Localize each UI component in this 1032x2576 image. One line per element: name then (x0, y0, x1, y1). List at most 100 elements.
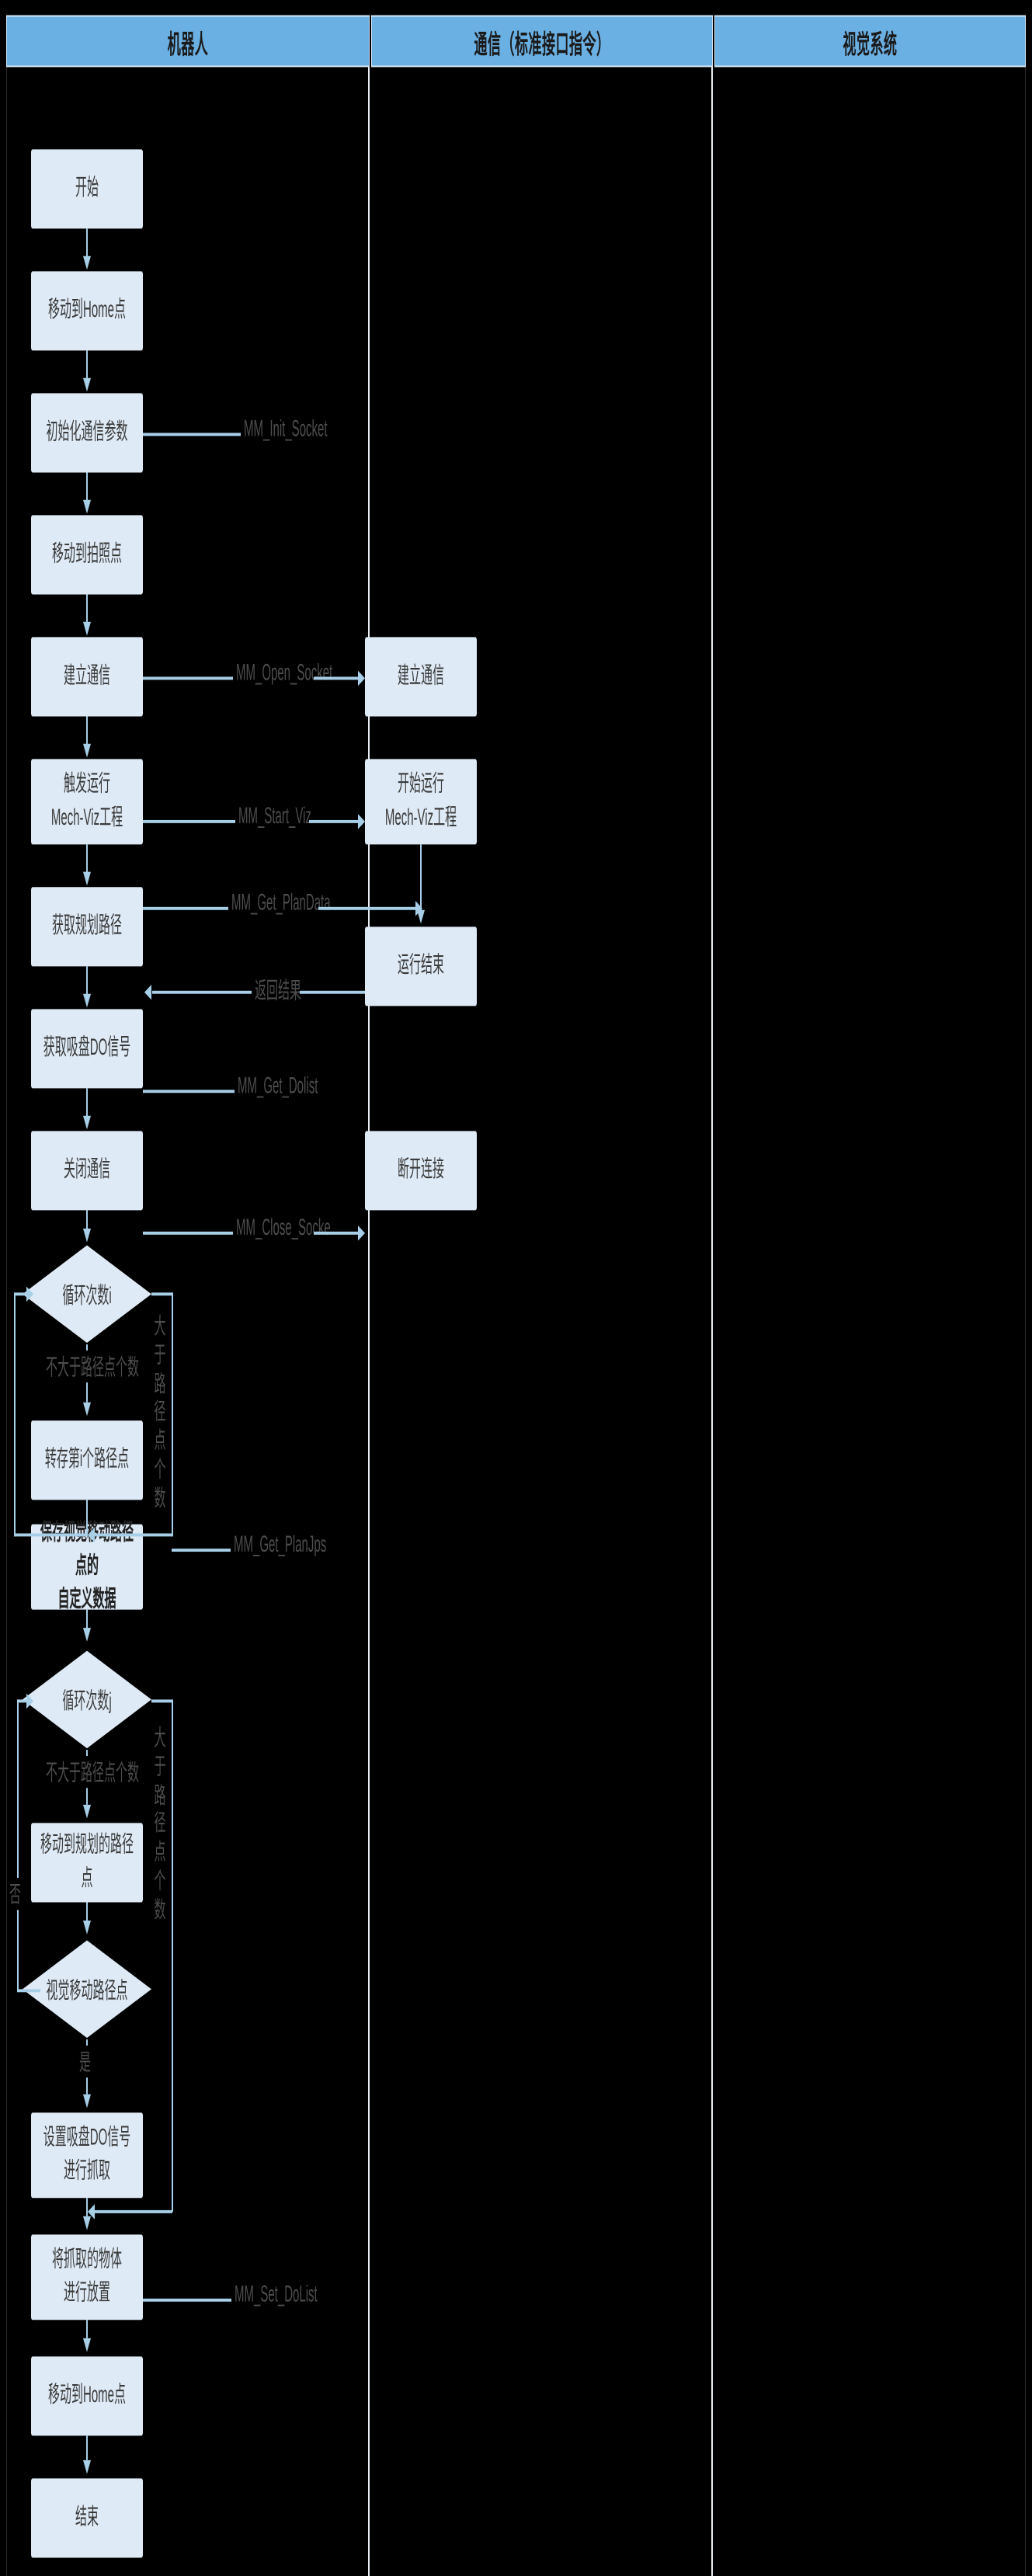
arrow-open-socket (358, 670, 365, 687)
node-save-custom-line2: 自定义数据 (57, 1586, 116, 1613)
arrow-trigger-to-getplan (83, 871, 91, 886)
arrow-close-socket (358, 1225, 365, 1241)
node-place-line1: 将抓取的物体 (51, 2247, 122, 2273)
node-set-do-line1: 设置吸盘DO信号 (43, 2125, 131, 2151)
arrow-open-to-trigger (83, 743, 91, 758)
node-get-plan[interactable]: 获取规划路径 (31, 887, 143, 967)
lane-separator-1 (368, 67, 370, 2576)
message-label-set-dolist: MM_Set_DoList (231, 2282, 321, 2308)
message-label-close-socket: MM_Close_Socke (233, 1215, 334, 1241)
arrow-close-to-loopi (83, 1228, 91, 1243)
arrow-get-plandata (415, 900, 422, 916)
node-trigger-viz[interactable]: 触发运行 Mech-Viz工程 (31, 759, 143, 845)
node-move-photo[interactable]: 移动到拍照点 (31, 515, 143, 595)
lane-header-communication: 通信（标准接口指令） (371, 15, 713, 68)
node-get-do[interactable]: 获取吸盘DO信号 (31, 1009, 143, 1089)
label-loopj-true: 大于路径点个数 (152, 1725, 168, 1926)
node-place[interactable]: 将抓取的物体 进行放置 (31, 2234, 143, 2320)
loopj-true-bottom (91, 2209, 172, 2213)
msg-line-close-socket-a (143, 1231, 236, 1235)
edge-setdo-to-place (86, 2198, 88, 2216)
node-store-point[interactable]: 转存第i个路径点 (31, 1420, 143, 1500)
arrow-setdo-to-place (83, 2216, 91, 2230)
label-vision-yes: 是 (79, 2045, 92, 2078)
msg-line-get-planjps (172, 1549, 234, 1552)
edge-home-to-init (86, 350, 88, 381)
arrow-home-to-init (83, 377, 91, 392)
node-trigger-viz-line2: Mech-Viz工程 (50, 805, 123, 831)
node-loop-j[interactable]: 循环次数j (22, 1650, 152, 1750)
node-is-vision-point[interactable]: 视觉移动路径点 (22, 1939, 152, 2040)
lane-header-vision: 视觉系统 (714, 15, 1026, 68)
vision-node-disconnect[interactable]: 断开连接 (365, 1131, 477, 1211)
edge-savecustom-to-loopj (86, 1609, 88, 1632)
message-label-start-viz: MM_Start_Viz (235, 803, 314, 829)
arrow-place-to-home2 (83, 2338, 91, 2352)
arrow-photo-to-open (83, 621, 91, 636)
node-loop-i[interactable]: 循环次数i (22, 1244, 152, 1345)
node-save-custom[interactable]: 保存视觉移动路径点的 自定义数据 (31, 1521, 143, 1612)
message-label-get-dolist: MM_Get_Dolist (235, 1072, 321, 1100)
node-start[interactable]: 开始 (31, 149, 143, 229)
arrow-loopj-false (83, 1804, 91, 1819)
message-label-get-planjps: MM_Get_PlanJps (231, 1531, 330, 1558)
node-init-comm[interactable]: 初始化通信参数 (31, 393, 143, 473)
vision-node-run-done[interactable]: 运行结束 (365, 926, 477, 1006)
arrow-return-result (144, 984, 151, 1000)
arrow-loopj-back (26, 1693, 33, 1709)
edge-start-to-home (86, 228, 88, 259)
vision-node-start-viz-line1: 开始运行 (397, 771, 444, 798)
node-move-home-1[interactable]: 移动到Home点 (31, 271, 143, 351)
node-move-planned[interactable]: 移动到规划的路径点 (31, 1823, 143, 1903)
loopi-back-left (14, 1292, 16, 1537)
diamond-shape-vision-point (23, 1940, 151, 2039)
message-label-get-plandata: MM_Get_PlanData (228, 890, 334, 916)
diamond-shape-loop-j (23, 1650, 151, 1749)
arrow-loopi-back (26, 1286, 33, 1302)
message-label-open-socket: MM_Open_Socket (233, 659, 336, 687)
msg-line-get-plandata-b (318, 906, 421, 909)
arrow-loopj-true (88, 2204, 95, 2220)
node-end[interactable]: 结束 (31, 2478, 143, 2558)
message-label-return-result: 返回结果 (252, 974, 305, 1006)
msg-line-open-socket-a (143, 676, 236, 680)
label-loopi-true: 大于路径点个数 (152, 1313, 168, 1514)
loopi-true-bottom (91, 1533, 172, 1536)
msg-line-return-a (152, 990, 256, 993)
vision-node-open-comm[interactable]: 建立通信 (365, 637, 477, 717)
vision-node-start-viz[interactable]: 开始运行 Mech-Viz工程 (365, 759, 477, 845)
edge-trigger-to-getplan (86, 844, 88, 875)
label-vision-no: 否 (9, 1878, 22, 1910)
loopj-back-v (17, 1699, 19, 1991)
loopj-true-v (172, 1699, 173, 2212)
edge-place-to-home2 (86, 2320, 88, 2338)
label-loopi-false: 不大于路径点个数 (43, 1350, 142, 1383)
loopj-back-h (17, 1989, 40, 1992)
edge-home2-to-end (86, 2435, 88, 2460)
arrow-vision-start-to-done (417, 909, 425, 924)
node-set-do[interactable]: 设置吸盘DO信号 进行抓取 (31, 2112, 143, 2199)
loopi-back-down (86, 1500, 88, 1537)
edge-open-to-trigger (86, 716, 88, 747)
loopj-true-h (151, 1699, 172, 1702)
msg-line-init-socket (143, 433, 244, 436)
msg-line-get-dolist (143, 1090, 238, 1093)
edge-getplan-to-getdo (86, 966, 88, 997)
edge-getdo-to-close (86, 1088, 88, 1119)
node-trigger-viz-line1: 触发运行 (63, 771, 110, 798)
msg-line-get-plandata-a (143, 906, 231, 909)
msg-line-open-socket-b (314, 676, 360, 680)
msg-line-start-viz-b (309, 819, 360, 823)
arrow-home2-to-end (83, 2460, 91, 2474)
node-set-do-line2: 进行抓取 (63, 2158, 110, 2185)
arrow-getplan-to-getdo (83, 993, 91, 1008)
loopi-true-h (151, 1292, 172, 1295)
node-open-comm[interactable]: 建立通信 (31, 637, 143, 717)
node-close-comm[interactable]: 关闭通信 (31, 1131, 143, 1211)
lane-separator-2 (711, 67, 713, 2576)
node-move-home-2[interactable]: 移动到Home点 (31, 2356, 143, 2436)
diagram-frame (6, 15, 1026, 2576)
arrow-savecustom-to-loopj (83, 1628, 91, 1642)
arrow-moveplanned-to-check (83, 1921, 91, 1935)
